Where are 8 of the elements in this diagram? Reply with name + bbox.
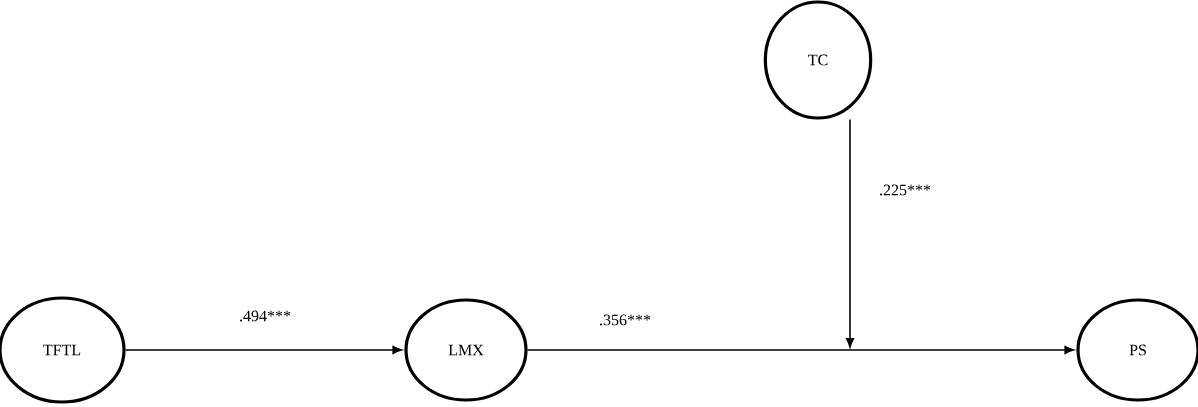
edge-label: .494*** bbox=[237, 309, 293, 323]
edge-label: .356*** bbox=[597, 313, 653, 327]
ellipse-node: TC bbox=[763, 0, 873, 120]
arrow bbox=[845, 118, 855, 348]
edge-label: .225*** bbox=[877, 183, 933, 197]
ellipse-node: LMX bbox=[404, 298, 528, 402]
arrow bbox=[124, 345, 403, 355]
arrow bbox=[526, 345, 1075, 355]
